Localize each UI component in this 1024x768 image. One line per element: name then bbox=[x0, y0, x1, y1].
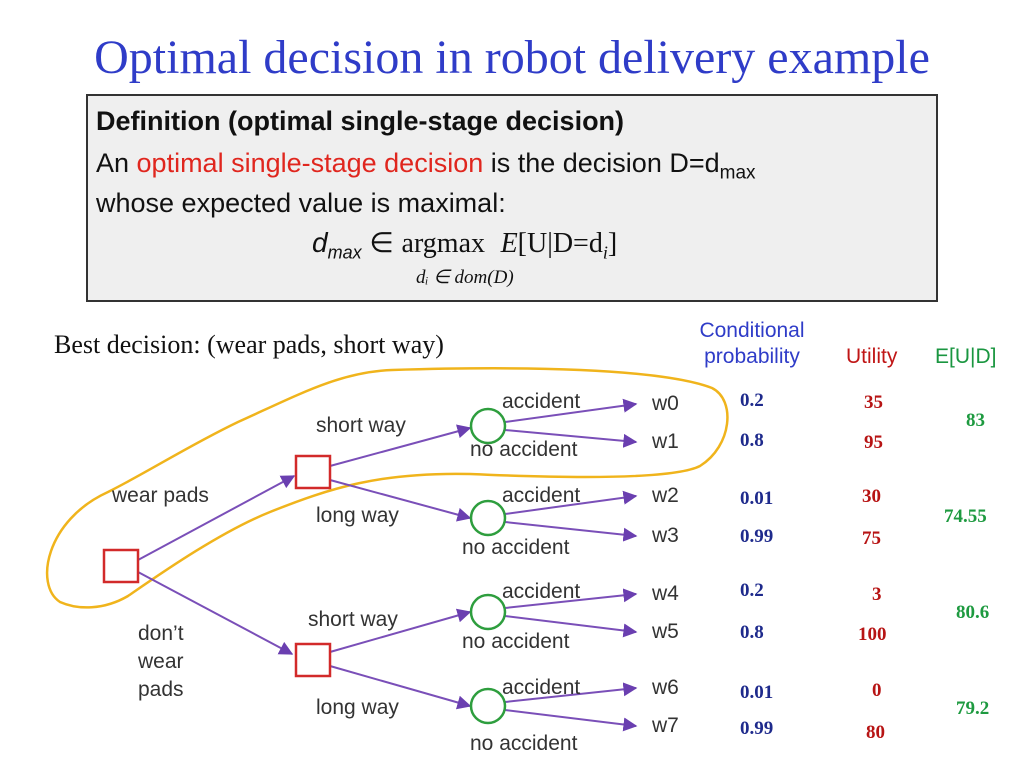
utility-w2: 30 bbox=[862, 486, 881, 507]
decision-node-root bbox=[102, 548, 140, 584]
probability-w3: 0.99 bbox=[740, 526, 774, 547]
expected-utility-1: 83 bbox=[966, 410, 985, 431]
probability-w5: 0.8 bbox=[740, 622, 764, 643]
expected-utility-column-header: E[U|D] bbox=[935, 345, 997, 368]
utility-w7: 80 bbox=[866, 722, 885, 743]
label-dont-wear-pads-1: don’t bbox=[138, 622, 184, 645]
label-accident-3: accident bbox=[502, 580, 580, 603]
decision-node-wear-pads bbox=[294, 454, 332, 490]
label-long-way-2: long way bbox=[316, 696, 399, 719]
formula-subscript: dᵢ ∈ dom(D) bbox=[416, 267, 514, 288]
chance-node-4 bbox=[469, 687, 507, 725]
definition-line-2: whose expected value is maximal: bbox=[96, 188, 506, 218]
outcome-w6: w6 bbox=[651, 676, 679, 699]
best-decision-highlight bbox=[45, 367, 729, 609]
label-wear-pads: wear pads bbox=[111, 484, 209, 507]
chance-node-2 bbox=[469, 499, 507, 537]
best-decision-text: Best decision: (wear pads, short way) bbox=[54, 330, 444, 359]
outcome-w4: w4 bbox=[651, 582, 679, 605]
expected-utility-3: 80.6 bbox=[956, 602, 990, 623]
chance-node-3 bbox=[469, 593, 507, 631]
expected-utility-4: 79.2 bbox=[956, 698, 990, 719]
label-dont-wear-pads-2: wear bbox=[137, 650, 184, 673]
label-dont-wear-pads-3: pads bbox=[138, 678, 184, 701]
page-title: Optimal decision in robot delivery examp… bbox=[94, 31, 930, 84]
probability-w7: 0.99 bbox=[740, 718, 774, 739]
utility-w3: 75 bbox=[862, 528, 881, 549]
outcome-w5: w5 bbox=[651, 620, 679, 643]
label-short-way-1: short way bbox=[316, 414, 406, 437]
utility-w1: 95 bbox=[864, 432, 883, 453]
outcome-w0: w0 bbox=[651, 392, 679, 415]
probability-w4: 0.2 bbox=[740, 580, 764, 601]
label-no-accident-1: no accident bbox=[470, 438, 578, 461]
chance-node-1 bbox=[469, 407, 507, 445]
utility-w5: 100 bbox=[858, 624, 887, 645]
utility-column-header: Utility bbox=[846, 345, 898, 368]
probability-w0: 0.2 bbox=[740, 390, 764, 411]
probability-w6: 0.01 bbox=[740, 682, 774, 703]
outcome-w2: w2 bbox=[651, 484, 679, 507]
label-accident-1: accident bbox=[502, 390, 580, 413]
definition-heading: Definition (optimal single-stage decisio… bbox=[96, 106, 625, 136]
utility-w6: 0 bbox=[872, 680, 882, 701]
definition-line-1: An optimal single-stage decision is the … bbox=[96, 148, 756, 184]
outcome-w3: w3 bbox=[651, 524, 679, 547]
expected-utility-2: 74.55 bbox=[944, 506, 987, 527]
label-no-accident-4: no accident bbox=[470, 732, 578, 755]
utility-w0: 35 bbox=[864, 392, 883, 413]
outcome-w7: w7 bbox=[651, 714, 679, 737]
label-long-way-1: long way bbox=[316, 504, 399, 527]
label-accident-2: accident bbox=[502, 484, 580, 507]
label-short-way-2: short way bbox=[308, 608, 398, 631]
definition-formula: dmax ∈ argmax E[U|D=di] bbox=[312, 227, 618, 263]
decision-node-dont-wear-pads bbox=[294, 642, 332, 678]
label-no-accident-3: no accident bbox=[462, 630, 570, 653]
definition-highlight: optimal single-stage decision bbox=[136, 148, 484, 178]
probability-w2: 0.01 bbox=[740, 488, 774, 509]
probability-w1: 0.8 bbox=[740, 430, 764, 451]
utility-w4: 3 bbox=[872, 584, 882, 605]
label-no-accident-2: no accident bbox=[462, 536, 570, 559]
label-accident-4: accident bbox=[502, 676, 580, 699]
probability-column-header: Conditional probability bbox=[699, 319, 805, 368]
outcome-w1: w1 bbox=[651, 430, 679, 453]
definition-box bbox=[86, 94, 938, 302]
